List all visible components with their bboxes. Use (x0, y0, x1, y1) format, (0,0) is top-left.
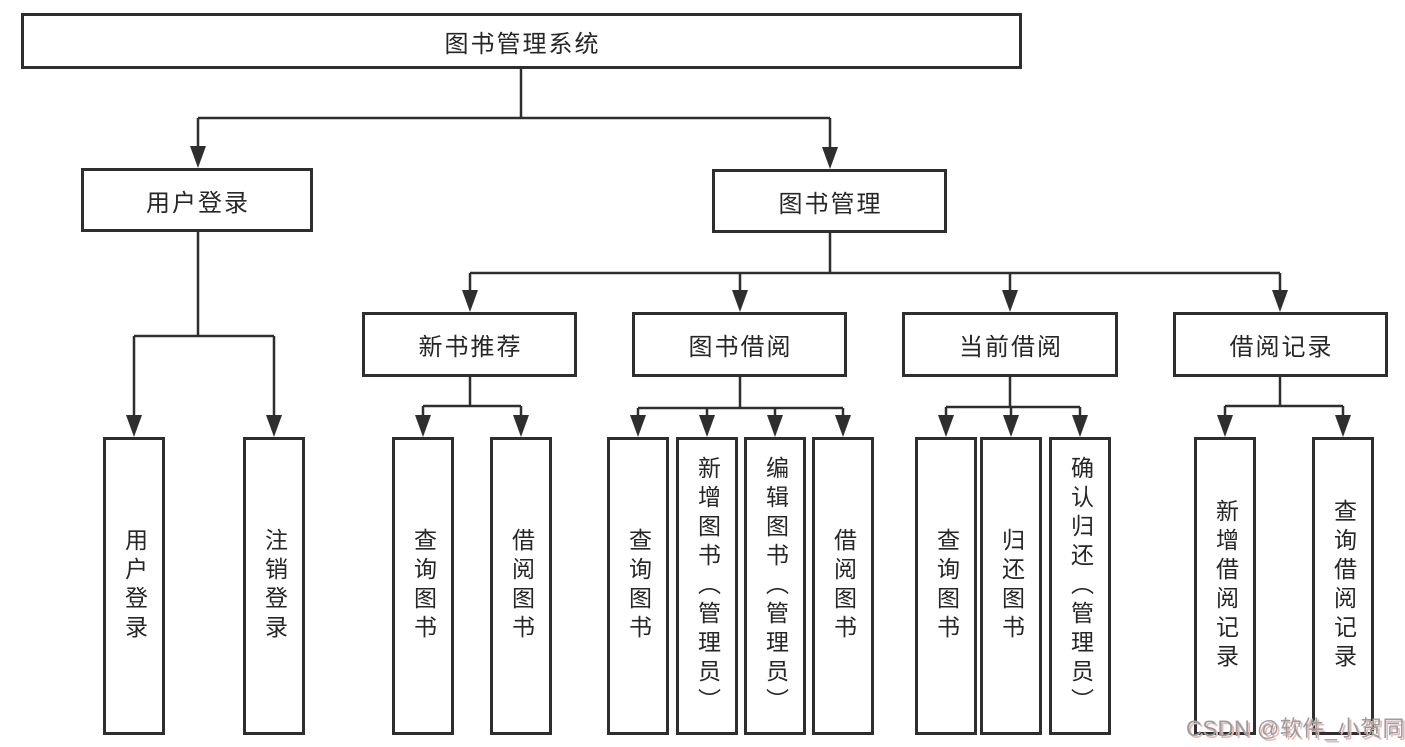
leaf-query-books-recommendation-label: 查询图书 (410, 528, 437, 644)
leaf-query-books-current: 查询图书 (915, 437, 977, 735)
leaf-add-borrow-record: 新增借阅记录 (1194, 437, 1256, 735)
arrowhead-icon (1072, 415, 1088, 437)
leaf-logout-label: 注销登录 (261, 528, 288, 644)
leaf-borrow-books-borrowing: 借阅图书 (812, 437, 874, 735)
leaf-query-borrow-record-label: 查询借阅记录 (1330, 499, 1357, 673)
arrowhead-icon (190, 146, 206, 168)
node-book-borrowing: 图书借阅 (632, 312, 847, 377)
arrowhead-icon (822, 147, 838, 169)
leaf-user-login: 用户登录 (103, 437, 165, 735)
node-new-book-recommendation: 新书推荐 (362, 312, 577, 377)
leaf-return-books: 归还图书 (980, 437, 1042, 735)
arrowhead-icon (1217, 415, 1233, 437)
leaf-edit-book-admin: 编辑图书（管理员） (744, 437, 806, 735)
leaf-confirm-return-admin: 确认归还（管理员） (1049, 437, 1111, 735)
arrowhead-icon (1272, 290, 1288, 312)
leaf-add-book-admin-label: 新增图书（管理员） (694, 455, 721, 717)
arrowhead-icon (513, 415, 529, 437)
node-user-login: 用户登录 (81, 168, 313, 232)
leaf-query-books-borrowing: 查询图书 (607, 437, 669, 735)
arrowhead-icon (1002, 290, 1018, 312)
leaf-confirm-return-admin-label: 确认归还（管理员） (1067, 455, 1094, 717)
csdn-watermark: CSDN @软件_小贺同学 (1186, 716, 1405, 741)
arrowhead-icon (699, 415, 715, 437)
node-current-borrowing: 当前借阅 (902, 312, 1118, 377)
leaf-return-books-label: 归还图书 (998, 528, 1025, 644)
leaf-borrow-books-borrowing-label: 借阅图书 (830, 528, 857, 644)
leaf-query-books-recommendation: 查询图书 (392, 437, 454, 735)
leaf-borrow-books-recommendation: 借阅图书 (490, 437, 552, 735)
leaf-query-books-current-label: 查询图书 (933, 528, 960, 644)
leaf-query-books-borrowing-label: 查询图书 (625, 528, 652, 644)
leaf-add-borrow-record-label: 新增借阅记录 (1212, 499, 1239, 673)
leaf-edit-book-admin-label: 编辑图书（管理员） (762, 455, 789, 717)
node-library-management-system: 图书管理系统 (21, 13, 1022, 69)
leaf-user-login-label: 用户登录 (121, 528, 148, 644)
arrowhead-icon (630, 415, 646, 437)
node-borrow-records: 借阅记录 (1173, 312, 1388, 377)
arrowheads (126, 146, 1351, 437)
arrowhead-icon (767, 415, 783, 437)
arrowhead-icon (938, 415, 954, 437)
leaf-borrow-books-recommendation-label: 借阅图书 (508, 528, 535, 644)
node-book-management: 图书管理 (712, 169, 947, 233)
arrowhead-icon (1003, 415, 1019, 437)
arrowhead-icon (266, 415, 282, 437)
leaf-logout: 注销登录 (243, 437, 305, 735)
arrowhead-icon (1335, 415, 1351, 437)
arrowhead-icon (732, 290, 748, 312)
leaf-query-borrow-record: 查询借阅记录 (1312, 437, 1374, 735)
arrowhead-icon (462, 290, 478, 312)
arrowhead-icon (415, 415, 431, 437)
connector-stems (132, 69, 1345, 419)
arrowhead-icon (126, 415, 142, 437)
leaf-add-book-admin: 新增图书（管理员） (676, 437, 738, 735)
arrowhead-icon (835, 415, 851, 437)
